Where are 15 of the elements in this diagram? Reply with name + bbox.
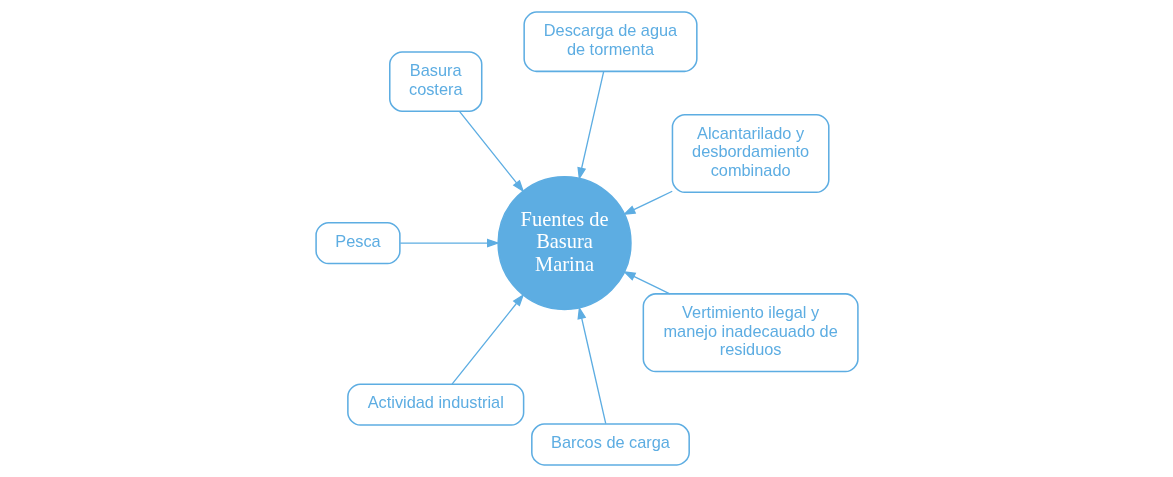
node-box: Vertimiento ilegal y manejo inadecauado de residuos xyxy=(642,293,859,373)
node-circle: Fuentes de Basura Marina xyxy=(496,175,632,311)
node-box: Barcos de carga xyxy=(530,423,690,466)
arrow xyxy=(622,271,670,295)
node-box: Actividad industrial xyxy=(346,383,524,426)
arrow xyxy=(450,293,524,385)
arrow xyxy=(576,70,604,181)
node-box: Pesca xyxy=(314,221,401,265)
node-box: Descarga de agua de tormenta xyxy=(522,11,698,73)
node-box: Alcantarilado y desbordamiento combinado xyxy=(671,113,830,194)
arrow xyxy=(458,110,524,193)
node-box: Basura costera xyxy=(388,51,482,112)
arrow xyxy=(399,238,500,248)
arrow xyxy=(622,190,673,216)
arrow xyxy=(576,306,606,425)
